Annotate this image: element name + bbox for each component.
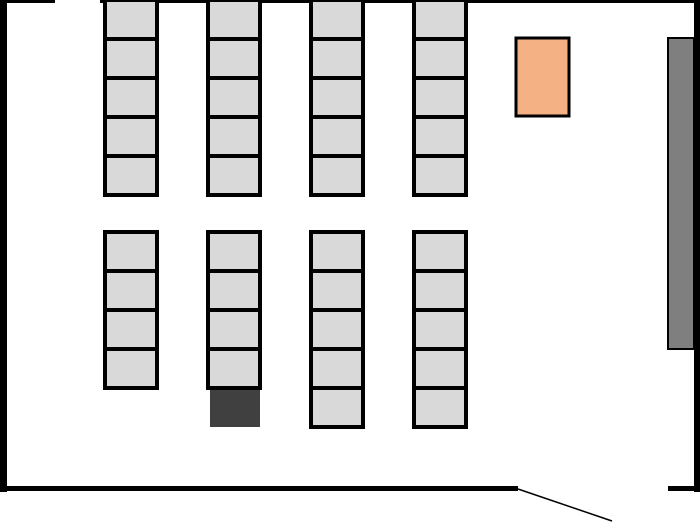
bottom-wall-right-segment bbox=[668, 486, 700, 491]
seat bbox=[412, 308, 468, 351]
top-wall bbox=[100, 0, 700, 3]
seat bbox=[412, 37, 468, 80]
seat bbox=[206, 154, 262, 197]
seat bbox=[206, 230, 262, 273]
back-column-1 bbox=[103, 230, 159, 390]
front-column-1 bbox=[103, 0, 159, 197]
seat bbox=[309, 308, 365, 351]
seat bbox=[206, 308, 262, 351]
seat bbox=[309, 115, 365, 158]
seat bbox=[309, 0, 365, 41]
seat bbox=[206, 37, 262, 80]
walls bbox=[0, 0, 700, 492]
seat bbox=[103, 230, 159, 273]
seat bbox=[412, 269, 468, 312]
left-wall bbox=[0, 0, 7, 492]
door-icon bbox=[517, 488, 613, 522]
seat bbox=[103, 0, 159, 41]
back-column-4 bbox=[412, 230, 468, 429]
seat bbox=[412, 386, 468, 429]
seat bbox=[309, 269, 365, 312]
top-wall-left-segment bbox=[0, 0, 55, 3]
seat bbox=[309, 154, 365, 197]
seat bbox=[103, 154, 159, 197]
seat bbox=[103, 37, 159, 80]
seat bbox=[206, 0, 262, 41]
seat bbox=[103, 347, 159, 390]
seat bbox=[309, 347, 365, 390]
seat bbox=[412, 0, 468, 41]
back-seating-section bbox=[103, 230, 468, 429]
back-column-2 bbox=[206, 230, 262, 427]
right-wall bbox=[694, 0, 700, 492]
bottom-wall bbox=[0, 486, 518, 491]
front-column-4 bbox=[412, 0, 468, 197]
seat bbox=[103, 269, 159, 312]
front-seating-section bbox=[103, 0, 468, 197]
seat bbox=[412, 154, 468, 197]
seat bbox=[412, 76, 468, 119]
seat bbox=[412, 230, 468, 273]
seat bbox=[103, 76, 159, 119]
seat bbox=[206, 76, 262, 119]
seat bbox=[206, 115, 262, 158]
seat bbox=[309, 76, 365, 119]
seat bbox=[309, 386, 365, 429]
seat bbox=[206, 347, 262, 390]
seat bbox=[309, 37, 365, 80]
seat bbox=[206, 269, 262, 312]
front-column-3 bbox=[309, 0, 365, 197]
dark-block-icon bbox=[210, 390, 260, 427]
seat bbox=[103, 308, 159, 351]
back-column-3 bbox=[309, 230, 365, 429]
front-column-2 bbox=[206, 0, 262, 197]
seat bbox=[412, 115, 468, 158]
teacher-desk-icon bbox=[514, 36, 571, 118]
whiteboard-icon bbox=[667, 37, 695, 350]
seat bbox=[103, 115, 159, 158]
seat bbox=[412, 347, 468, 390]
seat bbox=[309, 230, 365, 273]
